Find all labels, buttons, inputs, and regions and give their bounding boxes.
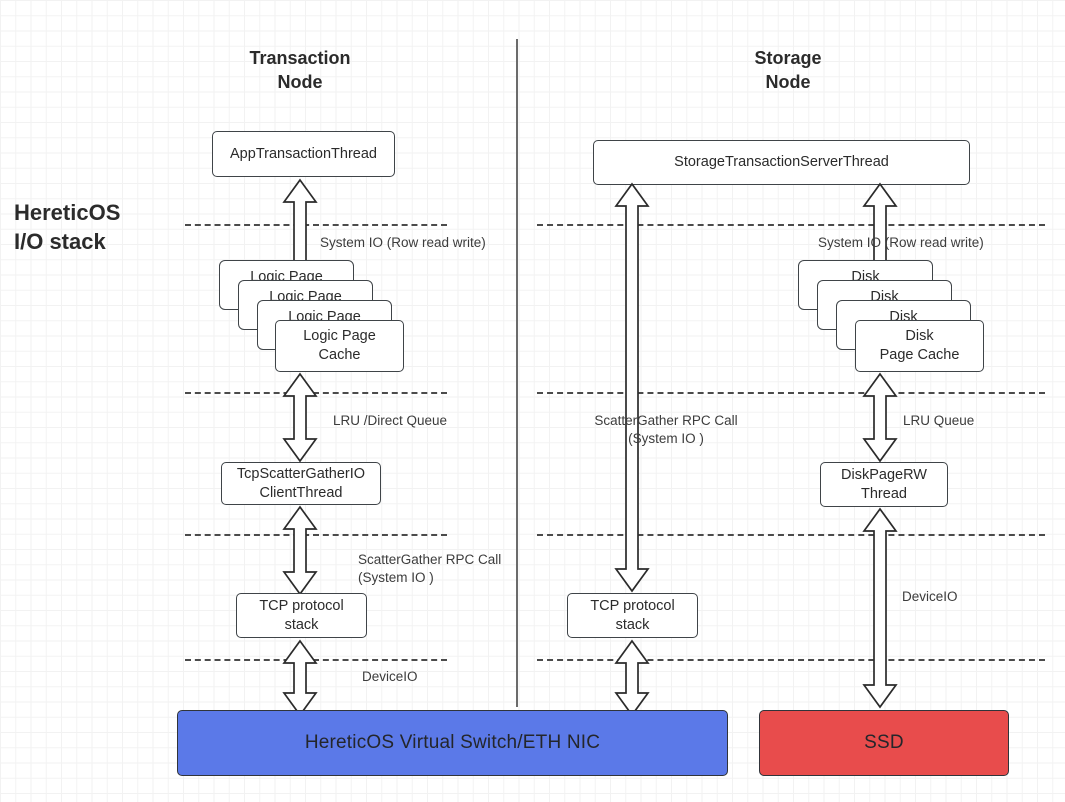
edge-label-right-rpc-call: ScatterGather RPC Call (System IO ) [594, 413, 738, 446]
edge-label-right-device-io: DeviceIO [902, 589, 958, 604]
node-app-transaction-thread[interactable]: AppTransactionThread [212, 131, 395, 177]
layer-separator-left-lru [185, 392, 447, 394]
column-title-storage-node: Storage Node [754, 48, 822, 92]
layer-separator-right-device-io [537, 659, 1045, 661]
layer-separator-right-rpc [537, 534, 1045, 536]
edge-label-left-device-io: DeviceIO [362, 669, 418, 684]
node-tcp-scatter-gather-client-thread[interactable]: TcpScatterGatherIO ClientThread [221, 462, 381, 505]
layer-separator-left-device-io [185, 659, 447, 661]
edge-label-left-system-io: System IO (Row read write) [320, 235, 486, 250]
edge-label-right-system-io: System IO (Row read write) [818, 235, 984, 250]
arrow-disk-page-cache-to-disk-page-rw-thread [857, 370, 903, 465]
bar-ssd[interactable]: SSD [759, 710, 1009, 776]
disk-page-cache-card[interactable]: Disk Page Cache [855, 320, 984, 372]
arrow-server-thread-to-tcp-stack-right [609, 180, 655, 595]
layer-separator-left-system-io [185, 224, 447, 226]
heretic-os-io-stack-label: HereticOS I/O stack [14, 200, 121, 255]
node-disk-page-rw-thread[interactable]: DiskPageRW Thread [820, 462, 948, 507]
arrow-disk-page-rw-thread-to-ssd [857, 505, 903, 711]
column-title-transaction-node: Transaction Node [249, 48, 351, 92]
layer-separator-right-system-io [537, 224, 1045, 226]
arrow-tcp-stack-to-virtual-switch [277, 637, 323, 719]
arrow-tcp-stack-right-to-virtual-switch [609, 637, 655, 719]
layer-separator-left-rpc [185, 534, 447, 536]
edge-label-left-rpc-call: ScatterGather RPC Call (System IO ) [358, 552, 502, 585]
edge-label-right-lru-queue: LRU Queue [903, 413, 975, 428]
edge-label-left-lru-direct-queue: LRU /Direct Queue [333, 413, 448, 428]
arrow-logic-page-cache-to-client-thread [277, 370, 323, 465]
bar-heretic-os-virtual-switch[interactable]: HereticOS Virtual Switch/ETH NIC [177, 710, 728, 776]
node-divider [516, 39, 518, 707]
node-storage-transaction-server-thread[interactable]: StorageTransactionServerThread [593, 140, 970, 185]
logic-page-cache-card[interactable]: Logic Page Cache [275, 320, 404, 372]
arrow-client-thread-to-tcp-stack [277, 503, 323, 598]
layer-separator-right-lru [537, 392, 1045, 394]
node-tcp-protocol-stack-right[interactable]: TCP protocol stack [567, 593, 698, 638]
node-tcp-protocol-stack-left[interactable]: TCP protocol stack [236, 593, 367, 638]
